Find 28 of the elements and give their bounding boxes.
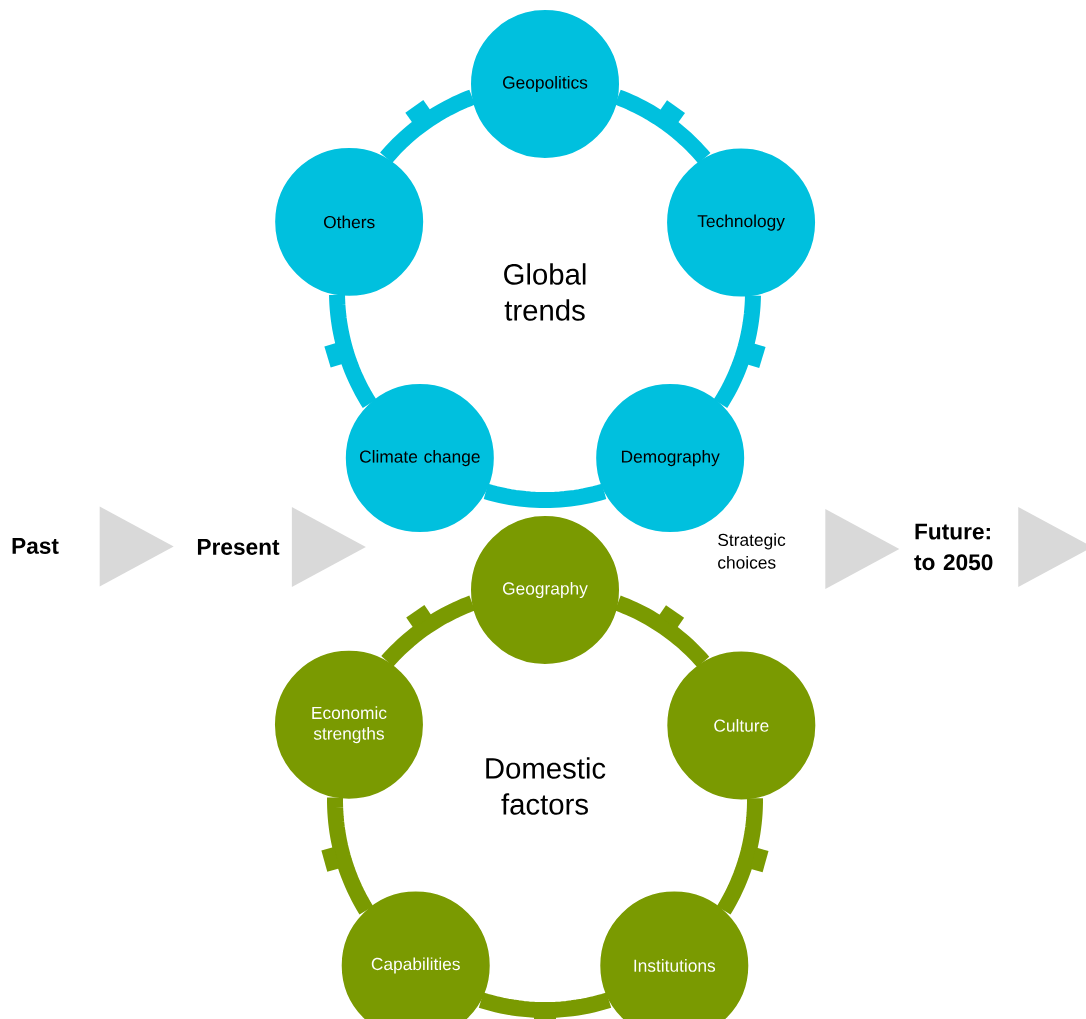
ring-connector: [381, 595, 477, 667]
ring-connector: [478, 992, 612, 1019]
chevron-arrow: [291, 507, 366, 587]
circle-node: Economic strengths: [272, 648, 425, 801]
circle-node: Geopolitics: [469, 8, 621, 160]
circle-node: Culture: [665, 649, 818, 802]
ring-connector: [613, 595, 710, 668]
chevron-arrow: [825, 509, 900, 589]
stage-label: Present: [197, 539, 280, 555]
chevron-arrow: [1018, 507, 1086, 587]
ring-connector: [614, 89, 711, 164]
center-label: Domestic factors: [486, 757, 606, 815]
circle-node: Institutions: [598, 889, 751, 1019]
ring-connector: [713, 292, 766, 408]
circle-node: Climate change: [343, 382, 496, 535]
center-label: Global trends: [504, 263, 586, 321]
circle-node: Technology: [665, 146, 818, 299]
stage-label: Past: [12, 538, 59, 554]
stage-label: Future: to 2050: [914, 523, 993, 571]
ring-connector: [380, 89, 477, 163]
circle-node: Geography: [469, 514, 621, 666]
ring-connector: [716, 795, 769, 915]
ring-connector: [321, 794, 374, 915]
stage-label: Strategic choices: [718, 533, 786, 569]
ring-connector: [482, 483, 608, 508]
circle-node: Capabilities: [339, 889, 492, 1019]
chevron-arrow: [99, 506, 174, 587]
circle-node: Others: [273, 145, 426, 298]
